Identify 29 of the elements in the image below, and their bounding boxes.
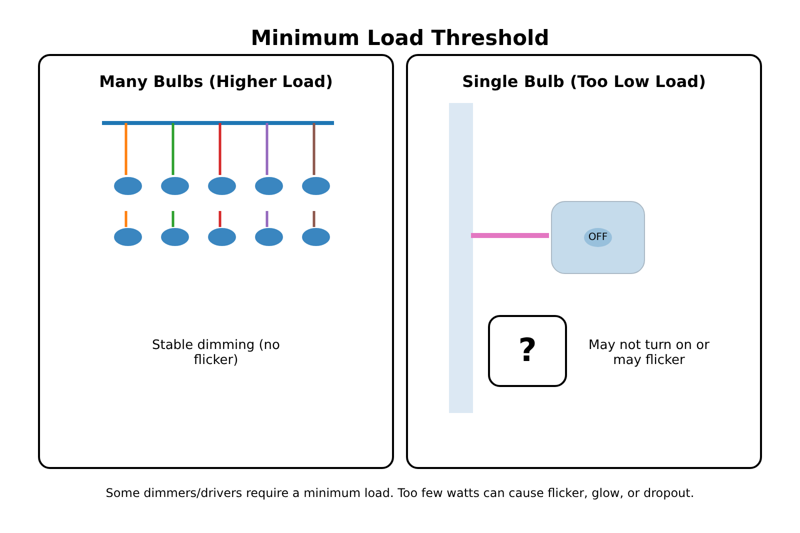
wire — [312, 123, 316, 175]
wire — [124, 123, 128, 175]
wire — [218, 123, 222, 175]
wall-bar — [449, 103, 473, 413]
bulb — [114, 177, 142, 195]
bulb — [208, 177, 236, 195]
question-box: ? — [488, 315, 567, 387]
bulb — [114, 228, 142, 246]
panel — [406, 54, 762, 469]
bulb — [208, 228, 236, 246]
note-text: Stable dimming (no flicker) — [150, 338, 281, 368]
power-wire — [471, 233, 549, 238]
bulb — [255, 177, 283, 195]
bulb — [161, 177, 189, 195]
panel — [38, 54, 394, 469]
wire — [266, 123, 268, 175]
panel-heading: Many Bulbs (Higher Load) — [98, 72, 334, 91]
caption: Some dimmers/drivers require a minimum load. Too few watts can cause flicker, glow, or dropout. — [104, 486, 696, 500]
power-rail — [102, 121, 334, 125]
wire — [172, 123, 174, 175]
bulb — [161, 228, 189, 246]
off-indicator: OFF — [584, 228, 612, 247]
bulb — [302, 177, 330, 195]
bulb — [302, 228, 330, 246]
note-text: May not turn on or may flicker — [588, 338, 710, 368]
diagram-title: Minimum Load Threshold — [250, 26, 550, 50]
bulb — [255, 228, 283, 246]
bulb-box — [551, 201, 645, 274]
panel-heading: Single Bulb (Too Low Load) — [461, 72, 707, 91]
